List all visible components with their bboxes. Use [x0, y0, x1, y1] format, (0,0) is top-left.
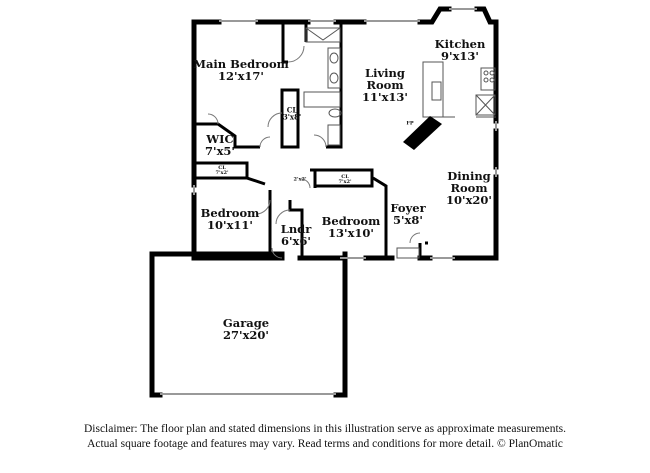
- fixtures: [303, 27, 496, 259]
- door-swings: [207, 45, 421, 259]
- disclaimer-line-2: Actual square footage and features may v…: [87, 438, 563, 450]
- windows: [160, 8, 497, 395]
- disclaimer: Disclaimer: The floor plan and stated di…: [0, 422, 650, 452]
- interior-walls: [194, 22, 428, 258]
- fireplace-icon: [403, 116, 442, 150]
- closet-label: 2'x2': [293, 176, 307, 183]
- disclaimer-line-1: Disclaimer: The floor plan and stated di…: [83, 423, 567, 435]
- fireplace-label: FP: [406, 120, 414, 127]
